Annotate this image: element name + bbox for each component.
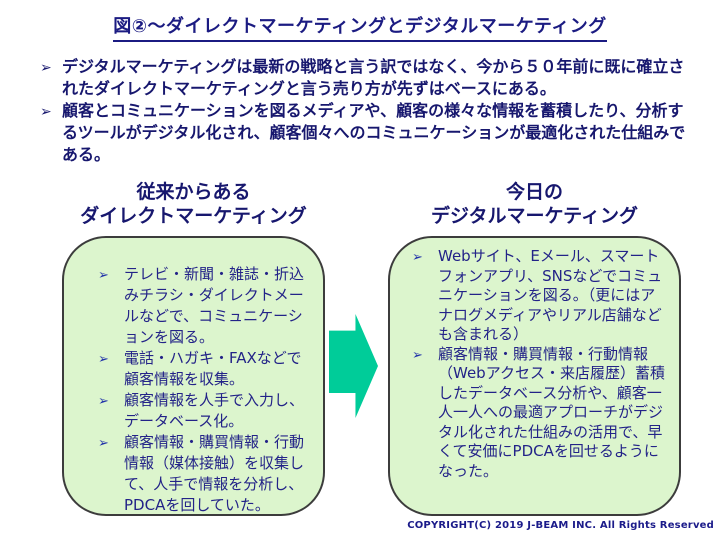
intro-bullet-item: ➢ デジタルマーケティングは最新の戦略と言う訳ではなく、今から５０年前に既に確立…	[40, 56, 692, 100]
left-heading-line1: 従来からある	[136, 181, 251, 203]
arrow-bullet-icon: ➢	[98, 268, 109, 283]
list-item: ➢ 顧客情報・購買情報・行動情報（Webアクセス・来店履歴）蓄積したデータベース…	[412, 345, 669, 482]
list-item-text: 電話・ハガキ・FAXなどで顧客情報を収集。	[124, 349, 302, 388]
title-bar: 図②～ダイレクトマーケティングとデジタルマーケティング	[0, 12, 720, 42]
digital-marketing-box: ➢ Webサイト、Eメール、スマートフォンアプリ、SNSなどでコミュニケーション…	[388, 236, 681, 516]
intro-bullet-list: ➢ デジタルマーケティングは最新の戦略と言う訳ではなく、今から５０年前に既に確立…	[40, 56, 692, 166]
page-title: 図②～ダイレクトマーケティングとデジタルマーケティング	[113, 12, 607, 42]
list-item-text: テレビ・新聞・雑誌・折込みチラシ・ダイレクトメールなどで、コミュニケーションを図…	[124, 265, 305, 346]
traditional-marketing-box: ➢ テレビ・新聞・雑誌・折込みチラシ・ダイレクトメールなどで、コミュニケーション…	[62, 236, 325, 516]
intro-bullet-text: デジタルマーケティングは最新の戦略と言う訳ではなく、今から５０年前に既に確立され…	[62, 57, 685, 98]
list-item-text: 顧客情報を人手で入力し、データベース化。	[124, 391, 305, 430]
list-item: ➢ 電話・ハガキ・FAXなどで顧客情報を収集。	[98, 348, 315, 390]
arrow-bullet-icon: ➢	[98, 436, 109, 451]
intro-bullet-text: 顧客とコミュニケーションを図るメディアや、顧客の様々な情報を蓄積したり、分析する…	[62, 101, 686, 164]
list-item-text: Webサイト、Eメール、スマートフォンアプリ、SNSなどでコミュニケーションを図…	[438, 247, 663, 343]
list-item: ➢ テレビ・新聞・雑誌・折込みチラシ・ダイレクトメールなどで、コミュニケーション…	[98, 264, 315, 348]
list-item-text: 顧客情報・購買情報・行動情報（Webアクセス・来店履歴）蓄積したデータベース分析…	[438, 344, 665, 480]
right-heading-line2: デジタルマーケティング	[430, 205, 639, 227]
transition-right-arrow	[329, 314, 378, 418]
arrow-bullet-icon: ➢	[40, 60, 52, 76]
arrow-bullet-icon: ➢	[98, 394, 109, 409]
list-item: ➢ 顧客情報を人手で入力し、データベース化。	[98, 390, 315, 432]
list-item-text: 顧客情報・購買情報・行動情報（媒体接触）を収集して、人手で情報を分析し、PDCA…	[124, 433, 305, 514]
copyright-text: COPYRIGHT(C) 2019 J-BEAM INC. All Rights…	[407, 520, 714, 531]
arrow-bullet-icon: ➢	[412, 250, 423, 265]
right-heading-line1: 今日の	[505, 181, 563, 203]
list-item: ➢ Webサイト、Eメール、スマートフォンアプリ、SNSなどでコミュニケーション…	[412, 247, 669, 345]
arrow-bullet-icon: ➢	[98, 352, 109, 367]
arrow-bullet-icon: ➢	[40, 104, 52, 120]
left-heading-line2: ダイレクトマーケティング	[80, 205, 307, 227]
right-column-heading: 今日の デジタルマーケティング	[388, 180, 681, 228]
arrow-bullet-icon: ➢	[412, 347, 423, 363]
left-column-heading: 従来からある ダイレクトマーケティング	[62, 180, 325, 228]
list-item: ➢ 顧客情報・購買情報・行動情報（媒体接触）を収集して、人手で情報を分析し、PD…	[98, 432, 315, 516]
intro-bullet-item: ➢ 顧客とコミュニケーションを図るメディアや、顧客の様々な情報を蓄積したり、分析…	[40, 100, 692, 166]
